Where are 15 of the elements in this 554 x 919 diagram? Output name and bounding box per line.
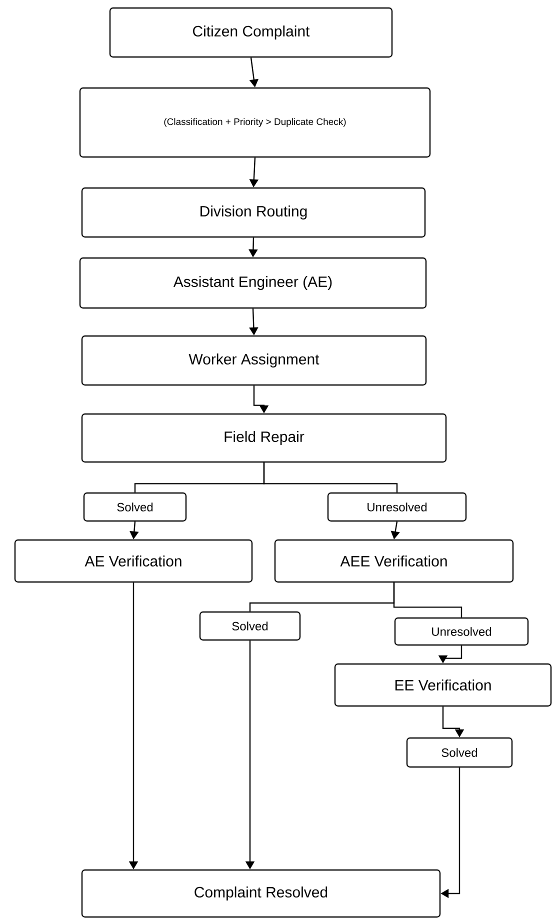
- process-box: EE Verification: [334, 663, 552, 707]
- process-box: AEE Verification: [274, 539, 514, 583]
- process-box: AE Verification: [14, 539, 253, 583]
- outcome-box: Solved: [199, 611, 301, 641]
- process-box: Assistant Engineer (AE): [79, 257, 427, 309]
- process-box: Citizen Complaint: [109, 7, 393, 58]
- outcome-box: Unresolved: [394, 617, 529, 646]
- outcome-box: Unresolved: [327, 492, 467, 522]
- process-box: Complaint Resolved: [81, 869, 441, 918]
- outcome-box: Solved: [83, 492, 187, 522]
- process-box: (Classification + Priority > Duplicate Check): [79, 87, 431, 158]
- process-box: Division Routing: [81, 187, 426, 238]
- outcome-box: Solved: [406, 737, 513, 768]
- process-box: Worker Assignment: [81, 335, 427, 386]
- process-box: Field Repair: [81, 413, 447, 463]
